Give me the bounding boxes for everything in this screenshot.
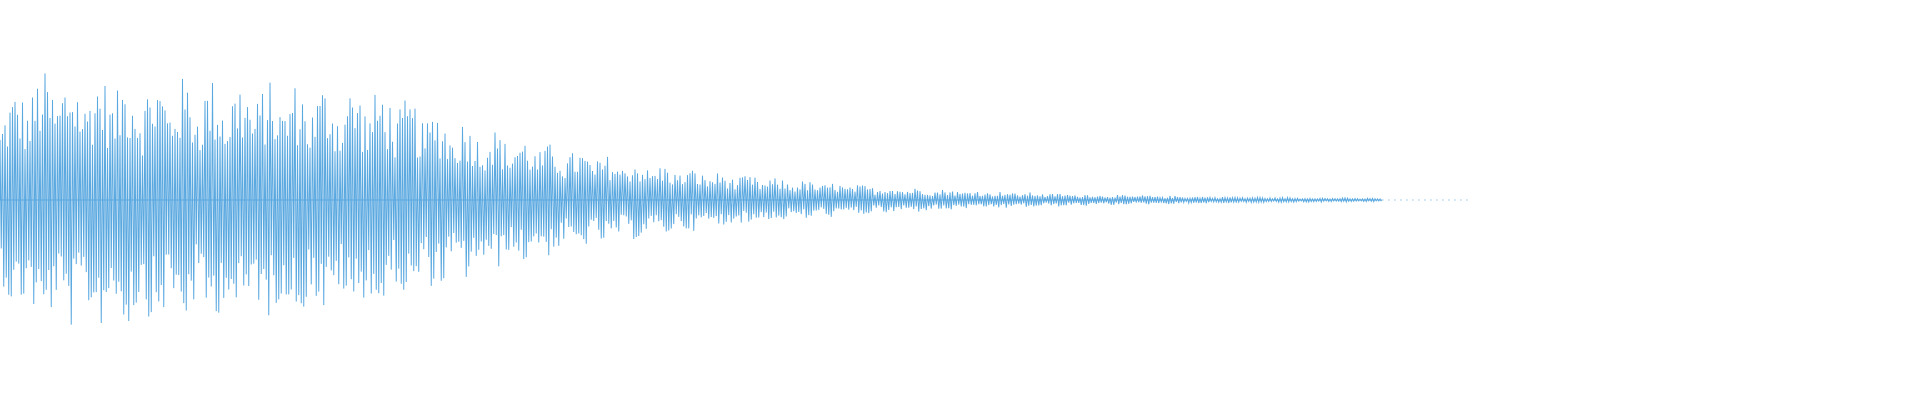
waveform-tail-dot [1400,199,1402,201]
waveform-tail-dot [1466,199,1468,201]
waveform-tail-dots [1382,199,1468,201]
waveform-tail-dot [1454,199,1456,201]
waveform-tail-dot [1418,199,1420,201]
waveform-tail-dot [1412,199,1414,201]
waveform-tail-dot [1442,199,1444,201]
waveform-tail-dot [1436,199,1438,201]
waveform-tail-dot [1430,199,1432,201]
waveform-tail-dot [1394,199,1396,201]
waveform-tail-dot [1448,199,1450,201]
waveform-signal [0,73,1382,325]
waveform-tail-dot [1388,199,1390,201]
waveform-tail-dot [1382,199,1384,201]
waveform-tail-dot [1424,199,1426,201]
waveform-tail-dot [1406,199,1408,201]
waveform-tail-dot [1460,199,1462,201]
